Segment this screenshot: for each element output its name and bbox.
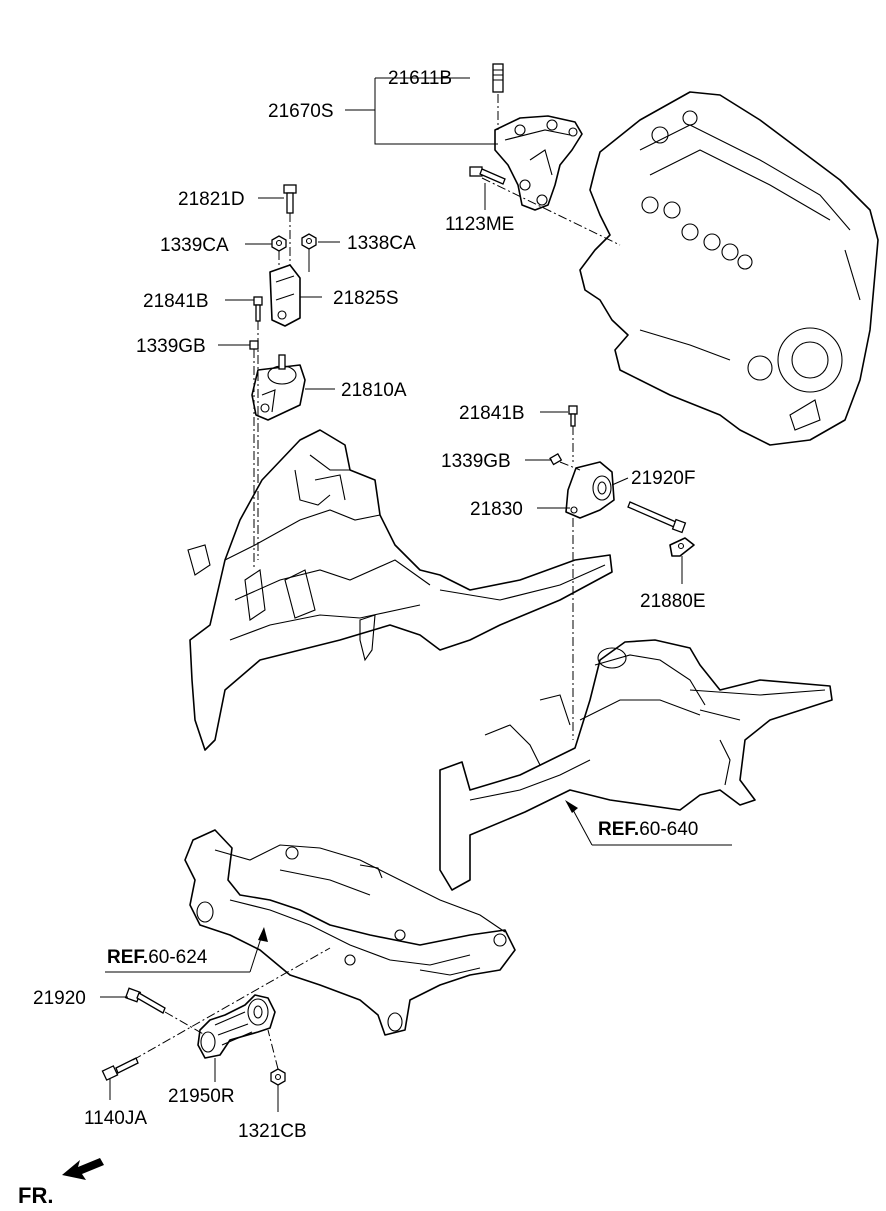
label-1321cb: 1321CB [238,1121,307,1142]
label-21841b-right: 21841B [459,403,525,424]
stud-bolt-21611b [492,63,504,93]
label-21920f: 21920F [631,468,695,489]
right-side-member [439,639,833,891]
leader-lines [100,77,732,1112]
reference-60-624-prefix: REF. [107,947,148,968]
label-21841b-left: 21841B [143,291,209,312]
left-side-member [187,429,613,751]
nut-1338ca [301,233,317,250]
bolt-21920f [627,501,687,534]
front-direction-indicator: FR. [18,1158,104,1208]
bracket-21880e [669,537,695,557]
reference-60-640-prefix: REF. [598,819,639,840]
bolt-21920 [124,987,166,1014]
mount-21830 [565,461,615,519]
nut-1321cb [270,1068,286,1086]
nut-1339ca [271,235,287,252]
bolt-21841b-right [568,405,578,427]
front-arrow-icon [62,1158,104,1180]
bracket-21825s [269,264,301,327]
reference-60-624-code: 60-624 [148,947,208,968]
engine-bracket [494,115,583,211]
label-21830: 21830 [470,499,523,520]
label-1338ca: 1338CA [347,233,416,254]
label-21670s: 21670S [268,101,334,122]
part-labels: 21611B 21670S 1123ME 21821D 1339CA 1338C… [33,68,706,1142]
label-1339gb-right: 1339GB [441,451,511,472]
bolt-21841b-left [253,296,263,322]
bolt-21821d [283,184,297,214]
reference-labels: REF.60-640 REF.60-624 [107,819,698,968]
engine-block [579,91,879,446]
label-21950r: 21950R [168,1086,235,1107]
label-1339gb-left: 1339GB [136,336,206,357]
label-21880e: 21880E [640,591,706,612]
label-21611b: 21611B [388,68,452,89]
reference-60-640[interactable]: REF.60-640 [598,819,698,840]
label-21821d: 21821D [178,189,245,210]
front-direction-label: FR. [18,1183,53,1208]
reference-60-640-code: 60-640 [639,819,698,840]
label-21825s: 21825S [333,288,399,309]
reference-60-624[interactable]: REF.60-624 [107,947,208,968]
assembly-center-lines [132,94,621,1070]
subframe [184,829,516,1036]
bolt-1339gb-right [549,453,563,466]
label-1140ja: 1140JA [84,1108,147,1129]
bolt-1140ja [101,1057,139,1081]
label-1339ca: 1339CA [160,235,229,256]
mount-21810a [251,354,306,421]
label-1123me: 1123ME [445,214,514,235]
label-21810a: 21810A [341,380,407,401]
mount-21950r [197,994,276,1059]
bolt-1339gb-left [249,340,259,350]
bolt-1123me [469,166,506,185]
label-21920: 21920 [33,988,86,1009]
